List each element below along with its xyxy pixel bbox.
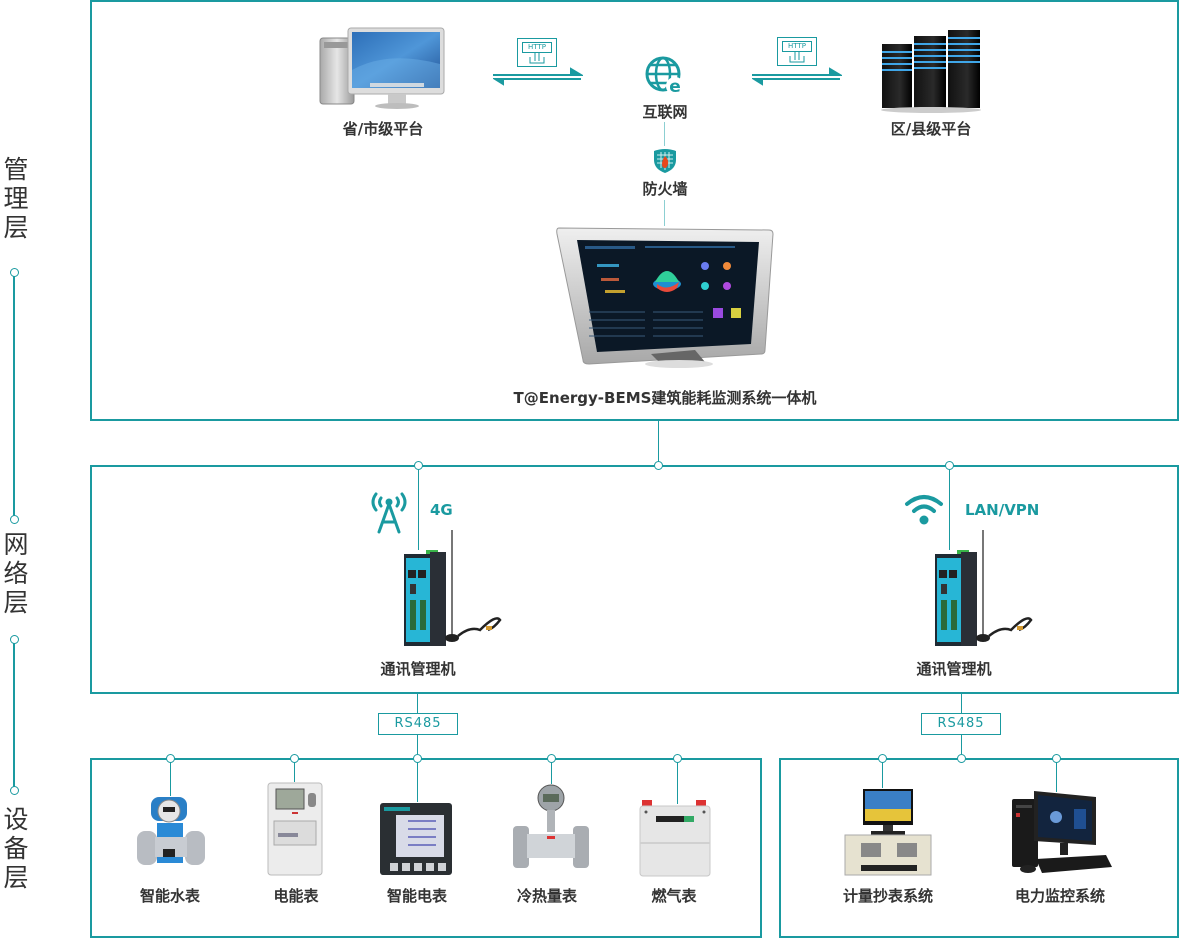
left-gateway-link — [418, 470, 419, 550]
device-label-heat-meter: 冷热量表 — [516, 887, 577, 905]
svg-text:e: e — [669, 77, 681, 97]
management-network-link — [658, 421, 659, 466]
rs485-label-right: RS485 — [921, 713, 1001, 735]
layer-label-device: 设备层 — [3, 805, 29, 892]
network-layer-box — [90, 465, 1179, 694]
device-link — [677, 762, 678, 804]
layer-label-management: 管理层 — [3, 155, 29, 242]
device-link — [170, 762, 171, 796]
http-protocol-icon-left: HTTP — [517, 38, 557, 67]
communication-gateway-icon-right — [931, 528, 1041, 648]
axis-node — [9, 515, 19, 524]
axis-node — [9, 635, 19, 644]
rs485-label-left: RS485 — [378, 713, 458, 735]
axis-node — [9, 786, 19, 795]
http-protocol-icon-right: HTTP — [777, 37, 817, 66]
firewall-terminal-link — [664, 200, 665, 226]
right-gateway-link — [949, 470, 950, 550]
heat-meter-icon — [511, 782, 591, 876]
device-link — [882, 762, 883, 788]
axis-line-upper — [13, 276, 15, 519]
device-node — [957, 753, 966, 763]
bidirectional-arrow-left — [491, 66, 585, 86]
water-meter-icon — [135, 793, 207, 875]
network-node-right — [944, 460, 954, 470]
device-link — [551, 762, 552, 784]
provincial-platform-computer-icon — [318, 20, 448, 112]
gateway-label-left: 通讯管理机 — [380, 660, 456, 678]
desktop-pc-icon — [1010, 787, 1114, 877]
device-label-energy-meter: 电能表 — [273, 887, 319, 905]
provincial-platform-label: 省/市级平台 — [342, 120, 424, 138]
device-label-smart-meter: 智能电表 — [386, 887, 447, 905]
district-platform-server-icon — [878, 22, 984, 114]
firewall-shield-icon — [653, 148, 677, 174]
industrial-pc-icon — [843, 787, 933, 877]
device-label-meter-reading-system: 计量抄表系统 — [842, 887, 933, 905]
http-label-left: HTTP — [522, 42, 552, 53]
firewall-label: 防火墙 — [642, 180, 688, 198]
protocol-label-lan-vpn: LAN/VPN — [965, 501, 1040, 519]
gas-meter-icon — [638, 798, 712, 878]
internet-globe-icon: e — [644, 55, 686, 97]
layer-label-network: 网络层 — [3, 530, 29, 617]
district-platform-label: 区/县级平台 — [890, 120, 972, 138]
http-label-right: HTTP — [782, 41, 812, 52]
gateway-label-right: 通讯管理机 — [916, 660, 992, 678]
bems-terminal-label: T@Energy-BEMS建筑能耗监测系统一体机 — [513, 389, 817, 407]
device-link — [417, 762, 418, 802]
device-link — [1056, 762, 1057, 792]
axis-line-lower — [13, 643, 15, 787]
cell-tower-icon — [368, 488, 410, 534]
device-label-gas-meter: 燃气表 — [651, 887, 697, 905]
device-group-right-box — [779, 758, 1179, 938]
device-link — [294, 762, 295, 782]
axis-node — [9, 268, 19, 277]
device-label-water-meter: 智能水表 — [139, 887, 200, 905]
smart-meter-icon — [378, 801, 454, 877]
device-label-power-monitoring-system: 电力监控系统 — [1014, 887, 1105, 905]
bidirectional-arrow-right — [750, 66, 844, 86]
communication-gateway-icon-left — [400, 528, 510, 648]
energy-meter-icon — [266, 781, 324, 877]
protocol-label-4g: 4G — [430, 501, 453, 519]
internet-firewall-link — [664, 122, 665, 146]
wifi-icon — [904, 494, 944, 526]
network-node-left — [413, 460, 423, 470]
network-node-center — [654, 460, 663, 470]
bems-terminal-monitor-icon — [555, 224, 775, 374]
internet-label: 互联网 — [642, 103, 688, 121]
